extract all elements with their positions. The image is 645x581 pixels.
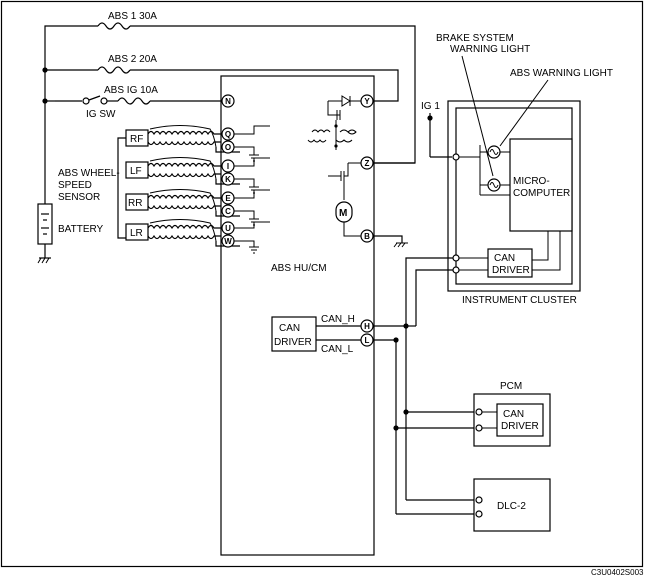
figure-code: C3U0402S003 [591,568,644,577]
abs-light-label: ABS WARNING LIGHT [510,68,613,79]
brake-light-leader [461,55,494,177]
pin-q: Q [225,130,231,139]
wheel-speed-sensor-lf: LF [125,157,240,185]
pin-l: L [365,336,370,345]
micro-computer-line2: COMPUTER [513,188,570,199]
abs-light-leader [499,79,549,147]
hucm-can-driver-line2: DRIVER [274,337,312,348]
abs-hucm-title: ABS HU/CM [271,263,327,274]
cluster-can-driver-line1: CAN [494,253,515,264]
right-pins [360,94,374,347]
pin-e: E [225,194,231,203]
wheel-speed-sensor-lr: LR [125,219,240,247]
pin-h: H [364,322,370,331]
battery-symbol [37,203,53,264]
pin-b: B [364,232,370,241]
dlc2-label: DLC-2 [497,501,526,512]
ig-sw-label: IG SW [86,109,116,120]
can-bus-wires [373,257,474,515]
cluster-internal [452,145,510,196]
pcm-can-driver-line1: CAN [503,409,524,420]
pin-c: C [225,207,231,216]
sensor-lr-label: LR [130,228,143,239]
pin-k: K [225,175,231,184]
pin-i: I [227,162,229,171]
pin-y: Y [364,97,370,106]
sensor-lf-label: LF [130,166,142,177]
relay-circuit: M [307,95,361,237]
sensor-label-3: SENSOR [58,192,100,203]
ground-b-wire [373,235,403,243]
micro-computer-box [509,138,573,232]
cluster-can-driver-box [487,248,533,278]
hucm-can-driver-line1: CAN [279,323,300,334]
brake-light-label-1: BRAKE SYSTEM [436,33,514,44]
wheel-speed-sensor-rf: RF [125,125,240,153]
pcm-can-driver-box [496,403,544,437]
pin-w: W [224,237,232,246]
motor-symbol-m: M [339,208,347,219]
sensor-rf-label: RF [130,134,143,145]
ground-b-symbol [393,242,408,248]
hucm-can-driver-box [271,316,317,352]
can-h-label: CAN_H [321,314,355,325]
pin-z: Z [365,159,370,168]
power-wires [42,22,416,204]
cluster-can-h-connector [452,254,460,262]
diagram-frame [0,0,644,568]
sensor-bracket [117,137,126,239]
brake-light-label-2: WARNING LIGHT [450,44,530,55]
abs-hucm-box [220,75,375,556]
pcm-title: PCM [500,381,522,392]
sensor-rr-label: RR [128,198,142,209]
pin-n: N [225,97,231,106]
fuse-abs-ig-label: ABS IG 10A [104,85,158,96]
cluster-can-l-connector [452,266,460,274]
pin-u: U [225,224,231,233]
fuse-abs1-label: ABS 1 30A [108,11,157,22]
micro-computer-line1: MICRO- [513,176,550,187]
cluster-can-driver-line2: DRIVER [492,265,530,276]
sensor-label-2: SPEED [58,180,92,191]
sensor-internal-wiring [234,125,270,254]
pin-o: O [225,143,231,152]
sensor-label-1: ABS WHEEL- [58,168,120,179]
can-l-label: CAN_L [321,344,354,355]
pcm-can-driver-line2: DRIVER [501,421,539,432]
wheel-speed-sensor-rr: RR [125,189,240,217]
instrument-cluster-title: INSTRUMENT CLUSTER [462,295,577,306]
dlc2-box [473,478,551,532]
battery-label: BATTERY [58,224,104,235]
fuse-abs2-label: ABS 2 20A [108,54,157,65]
ig1-label: IG 1 [421,101,440,112]
